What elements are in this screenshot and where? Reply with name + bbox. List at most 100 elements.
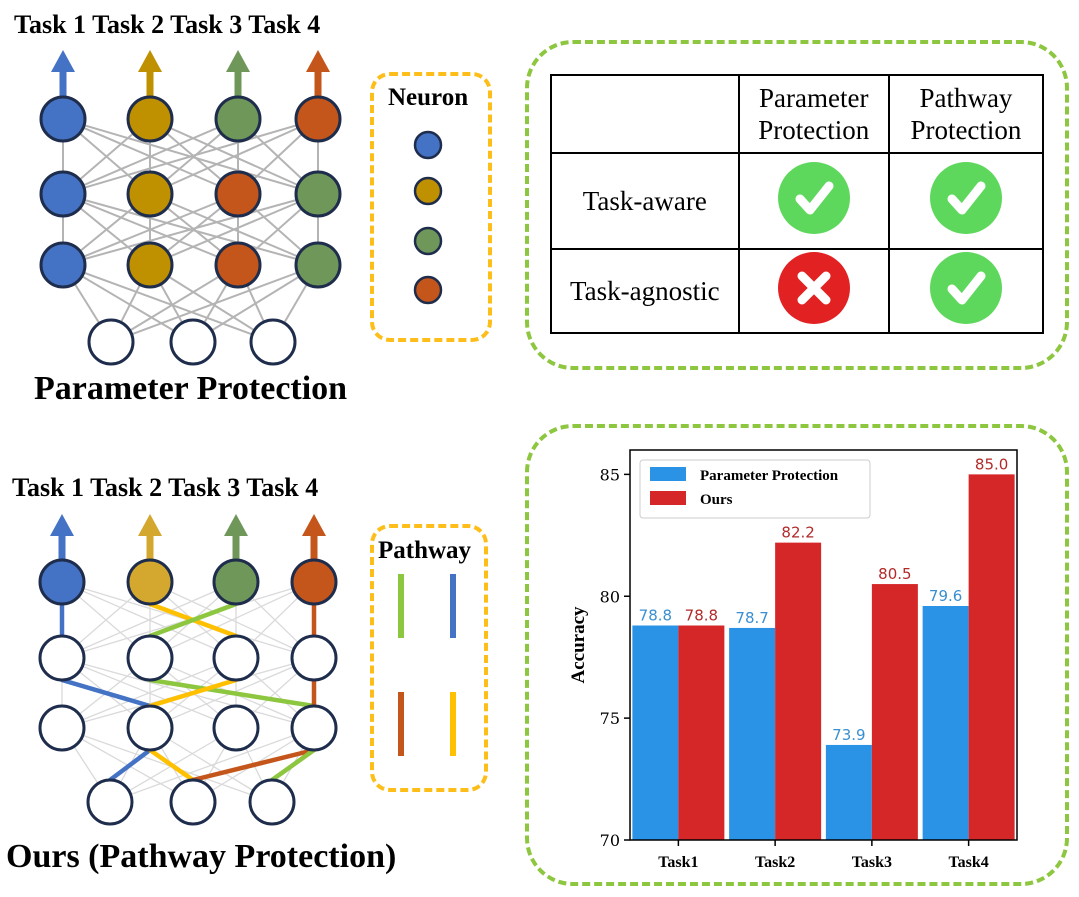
connection-edge xyxy=(110,264,239,343)
legend-neuron xyxy=(413,130,443,160)
table-cell xyxy=(737,152,890,250)
pathway-green xyxy=(269,747,317,783)
table-header-row: Parameter Protection Pathway Protection xyxy=(550,74,1045,154)
table-row-label: Task-agnostic xyxy=(550,248,740,334)
y-tick-label: 85 xyxy=(600,465,620,484)
table-row-label: Task-aware xyxy=(550,152,740,250)
hidden-neuron xyxy=(38,704,86,752)
top-task-label-1: Task 1 xyxy=(14,10,87,39)
pathway-green xyxy=(147,601,239,639)
plot-frame xyxy=(629,449,1018,841)
connection-edge xyxy=(62,118,319,195)
check-icon xyxy=(929,161,1002,234)
legend-neuron xyxy=(413,176,443,206)
bar-data-label: 79.6 xyxy=(929,587,962,605)
bottom-task-label-1: Task 1 xyxy=(12,473,85,502)
output-arrow-head xyxy=(51,50,75,72)
legend-frame xyxy=(639,459,871,519)
pathway-yellow xyxy=(147,677,239,709)
output-arrow-head xyxy=(302,514,326,536)
bottom-task-labels: Task 1 Task 2 Task 3 Task 4 xyxy=(12,473,318,503)
connection-edge xyxy=(192,264,319,343)
table-header-pathway-line1: Pathway xyxy=(919,83,1013,113)
legend-neuron xyxy=(413,226,443,256)
faint-edge xyxy=(61,727,273,803)
hidden-neuron xyxy=(290,634,338,682)
y-tick-label: 80 xyxy=(600,587,620,606)
bar-data-label: 80.5 xyxy=(878,565,911,583)
hidden-neuron xyxy=(39,241,87,289)
input-neuron xyxy=(248,778,296,826)
chart-box xyxy=(525,424,1069,886)
neuron-legend-box xyxy=(370,72,492,342)
bottom-task-label-4: Task 4 xyxy=(246,473,319,502)
hidden-neuron xyxy=(126,241,174,289)
faint-edge xyxy=(109,727,315,803)
legend-neuron xyxy=(413,275,443,305)
comparison-box xyxy=(525,40,1069,370)
output-arrow-head xyxy=(226,50,250,72)
connection-edge xyxy=(110,264,319,343)
hidden-neuron xyxy=(126,704,174,752)
input-neuron xyxy=(86,778,134,826)
hidden-neuron xyxy=(38,634,86,682)
top-task-label-3: Task 3 xyxy=(170,10,243,39)
faint-edge xyxy=(61,657,237,729)
output-arrow-head xyxy=(138,50,162,72)
bar-data-label: 78.8 xyxy=(685,607,718,625)
connection-edge xyxy=(62,193,239,266)
table-cell xyxy=(887,152,1045,250)
x-tick-label: Task3 xyxy=(852,854,892,871)
hidden-neuron xyxy=(126,170,174,218)
table-row-task-agnostic: Task-agnostic xyxy=(550,248,1045,334)
x-tick-label: Task2 xyxy=(755,854,795,871)
output-neuron xyxy=(214,95,262,143)
output-neuron xyxy=(294,95,342,143)
bar-parameter-protection xyxy=(825,744,872,840)
table-header-pathway: Pathway Protection xyxy=(887,74,1045,154)
bottom-task-label-2: Task 2 xyxy=(90,473,163,502)
pathway-legend-title: Pathway xyxy=(378,537,472,564)
bar-ours xyxy=(678,625,725,840)
hidden-neuron xyxy=(126,634,174,682)
output-arrow-head xyxy=(224,514,248,536)
top-task-label-4: Task 4 xyxy=(248,10,321,39)
hidden-neuron xyxy=(290,704,338,752)
connection-edge xyxy=(149,264,274,343)
output-neuron xyxy=(290,558,338,606)
input-neuron xyxy=(87,318,135,366)
table-header-parameter-line1: Parameter xyxy=(759,83,869,113)
pathway-yellow xyxy=(147,747,196,783)
pathway-green xyxy=(147,677,317,709)
bar-data-label: 85.0 xyxy=(975,455,1008,473)
hidden-neuron xyxy=(212,634,260,682)
output-neuron xyxy=(126,95,174,143)
faint-edge xyxy=(149,581,315,659)
output-neuron xyxy=(126,558,174,606)
bar-data-label: 82.2 xyxy=(781,524,814,542)
pathway-protection-title: Ours (Pathway Protection) xyxy=(6,838,397,875)
output-arrow-head xyxy=(138,514,162,536)
connection-edge xyxy=(62,264,274,343)
hidden-neuron xyxy=(214,241,262,289)
bar-ours xyxy=(968,474,1015,840)
table-header-parameter-line2: Protection xyxy=(758,115,870,145)
output-neuron xyxy=(38,558,86,606)
hidden-neuron xyxy=(39,170,87,218)
hidden-neuron xyxy=(294,241,342,289)
y-tick-label: 75 xyxy=(600,709,620,728)
pathway-blue xyxy=(107,747,153,783)
bar-data-label: 78.8 xyxy=(639,607,672,625)
hidden-neuron xyxy=(212,704,260,752)
bar-data-label: 73.9 xyxy=(832,726,865,744)
output-neuron xyxy=(39,95,87,143)
check-icon xyxy=(929,251,1002,324)
bottom-task-label-3: Task 3 xyxy=(168,473,241,502)
x-tick-label: Task1 xyxy=(658,854,698,871)
pathway-legend-box xyxy=(370,524,488,792)
output-neuron xyxy=(212,558,260,606)
pathway-blue xyxy=(59,677,153,709)
